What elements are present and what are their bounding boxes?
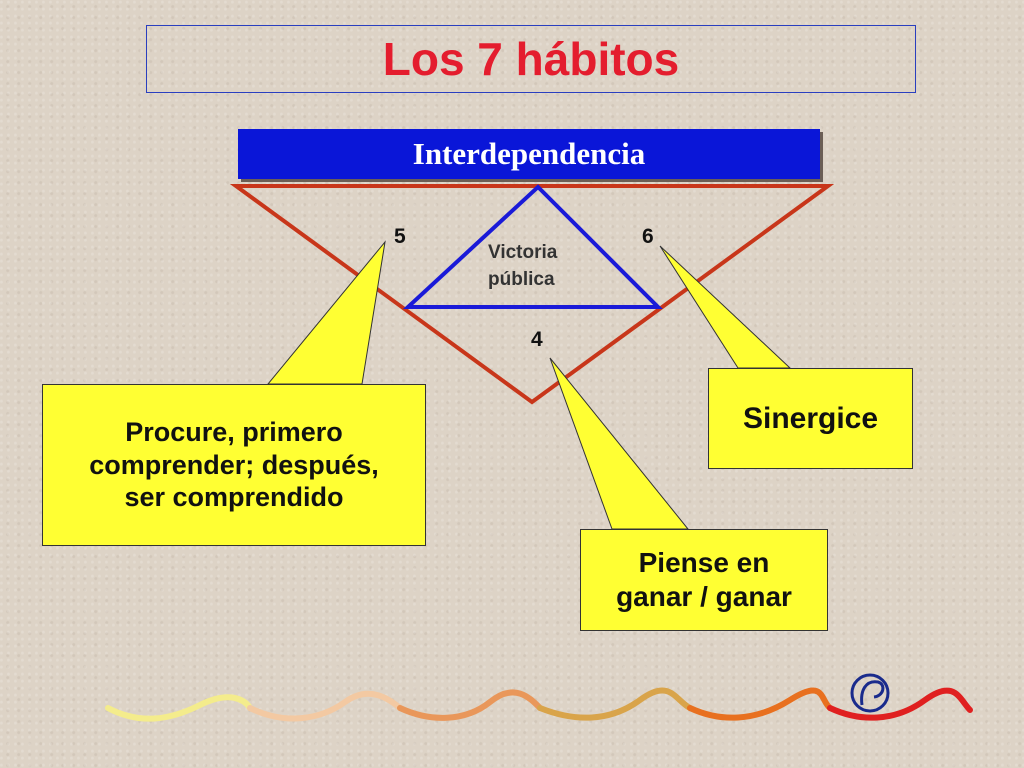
outer-triangle bbox=[229, 184, 835, 405]
procure-line1: Procure, primero bbox=[125, 417, 343, 448]
number-5: 5 bbox=[394, 225, 406, 248]
victoria-line1: Victoria bbox=[488, 242, 558, 263]
callout-sinergice: Sinergice bbox=[708, 368, 913, 469]
callout-piense: Piense en ganar / ganar bbox=[580, 529, 828, 631]
slide-title: Los 7 hábitos bbox=[382, 33, 680, 85]
victoria-line2: pública bbox=[488, 268, 555, 290]
title-box: Los 7 hábitos bbox=[146, 25, 916, 93]
interdependencia-banner: Interdependencia bbox=[238, 129, 820, 179]
procure-line2: comprender; después, bbox=[89, 449, 379, 480]
decorative-wave-line bbox=[105, 687, 973, 722]
circular-logo-icon bbox=[850, 673, 890, 713]
piense-line2: ganar / ganar bbox=[616, 581, 792, 612]
inner-triangle bbox=[402, 184, 663, 309]
piense-pointer bbox=[549, 357, 690, 530]
sinergice-pointer bbox=[659, 245, 792, 369]
victoria-publica-label: Victoria pública bbox=[488, 240, 557, 293]
piense-line1: Piense en bbox=[638, 547, 770, 579]
callout-procure: Procure, primero comprender; después, se… bbox=[42, 384, 426, 546]
number-6: 6 bbox=[642, 225, 654, 248]
number-4: 4 bbox=[531, 328, 543, 351]
procure-line3: ser comprendido bbox=[124, 482, 344, 513]
sinergice-text: Sinergice bbox=[742, 401, 879, 435]
procure-pointer bbox=[266, 240, 386, 385]
